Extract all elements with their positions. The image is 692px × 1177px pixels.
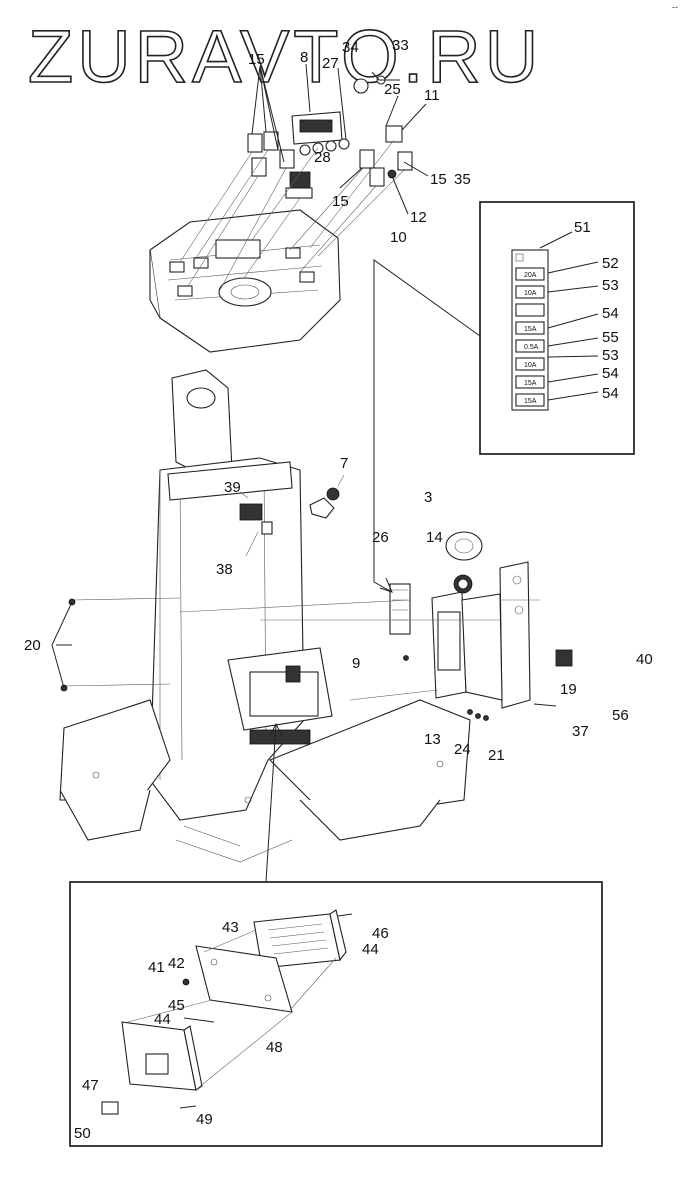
rocker-switches-left	[247, 131, 295, 177]
callout-44-a: 44	[362, 941, 379, 958]
dashboard-explode-lines	[179, 139, 405, 291]
callout-34: 34	[342, 39, 359, 56]
callout-leaders	[56, 63, 429, 646]
fuse-rating-1: 20A	[524, 272, 537, 279]
watermark-text: ZURAVTO.RU	[28, 15, 542, 98]
callout-47: 47	[82, 1077, 99, 1094]
callout-56: 56	[612, 707, 629, 724]
callout-26: 26	[372, 529, 389, 546]
fuse-slots	[515, 267, 545, 407]
callout-labels: 15 8 27 34 33 25 11 28 15 35 15 12 10 51…	[24, 37, 653, 1142]
emergency-button	[309, 474, 345, 519]
dashboard-panel	[149, 209, 341, 353]
fuse-block-mounted	[389, 583, 411, 635]
callout-52: 52	[602, 255, 619, 272]
rotary-switch	[445, 531, 483, 561]
fuse-box-leader	[373, 259, 481, 593]
callout-54-a: 54	[602, 305, 619, 322]
callout-14: 14	[426, 529, 443, 546]
callout-43: 43	[222, 919, 239, 936]
callout-8: 8	[300, 49, 308, 66]
callout-45: 45	[168, 997, 185, 1014]
ecu-mounted	[227, 647, 333, 745]
callout-13: 13	[424, 731, 441, 748]
callout-40: 40	[636, 651, 653, 668]
fuse-rating-5: 0.5A	[524, 344, 539, 351]
ecu-box-leader	[265, 723, 277, 883]
frame-body	[59, 457, 471, 863]
callout-44-b: 44	[154, 1011, 171, 1028]
connector-14	[453, 574, 473, 594]
callout-39: 39	[224, 479, 241, 496]
column-bracket	[171, 369, 233, 481]
callout-48: 48	[266, 1039, 283, 1056]
callout-53-b: 53	[602, 347, 619, 364]
callout-41: 41	[148, 959, 165, 976]
frame-explode-lines	[179, 599, 540, 701]
callout-15-mid: 15	[332, 193, 349, 210]
callout-51: 51	[574, 219, 591, 236]
callout-27: 27	[322, 55, 339, 72]
small-fasteners	[403, 655, 557, 721]
side-mounting-plate	[431, 561, 531, 709]
pedal-switch	[239, 491, 273, 557]
key-switch-parts	[353, 75, 397, 179]
callout-55: 55	[602, 329, 619, 346]
callout-33: 33	[392, 37, 409, 54]
callout-15-top: 15	[248, 51, 265, 68]
fuse-rating-8: 15A	[524, 398, 537, 405]
callout-53-a: 53	[602, 277, 619, 294]
callout-15-right: 15	[430, 171, 447, 188]
instrument-cluster	[291, 111, 350, 156]
callout-11: 11	[424, 87, 440, 104]
callout-46: 46	[372, 925, 389, 942]
callout-49: 49	[196, 1111, 213, 1128]
callout-54-c: 54	[602, 385, 619, 402]
fuse-rating-2: 10A	[524, 290, 537, 297]
tie-rods	[51, 597, 181, 692]
fuse-rating-6: 10A	[524, 362, 537, 369]
cross-support	[167, 461, 293, 501]
callout-28: 28	[314, 149, 331, 166]
joystick-switch	[285, 171, 313, 199]
fuse-detail-box: 20A 10A 15A 0.5A 10A 15A 15A	[479, 201, 635, 455]
callout-21: 21	[488, 747, 505, 764]
callout-12: 12	[410, 209, 427, 226]
rocker-switches-right	[359, 125, 413, 187]
fuse-rating-7: 15A	[524, 380, 537, 387]
callout-35: 35	[454, 171, 471, 188]
callout-19: 19	[560, 681, 577, 698]
callout-24: 24	[454, 741, 471, 758]
callout-20: 20	[24, 637, 41, 654]
callout-37: 37	[572, 723, 589, 740]
callout-42: 42	[168, 955, 185, 972]
callout-54-b: 54	[602, 365, 619, 382]
callout-38: 38	[216, 561, 233, 578]
corner-mark: --	[672, 2, 678, 12]
fuse-box-arrow	[379, 577, 393, 593]
callout-9: 9	[352, 655, 360, 672]
callout-3: 3	[424, 489, 432, 506]
fuse-rating-4: 15A	[524, 326, 537, 333]
ecu-box-arrow	[269, 722, 283, 737]
callout-25: 25	[384, 81, 401, 98]
callout-50: 50	[74, 1125, 91, 1142]
relay-40	[555, 649, 573, 667]
callout-7: 7	[340, 455, 348, 472]
callout-10: 10	[390, 229, 407, 246]
ecu-detail-box	[69, 881, 603, 1147]
